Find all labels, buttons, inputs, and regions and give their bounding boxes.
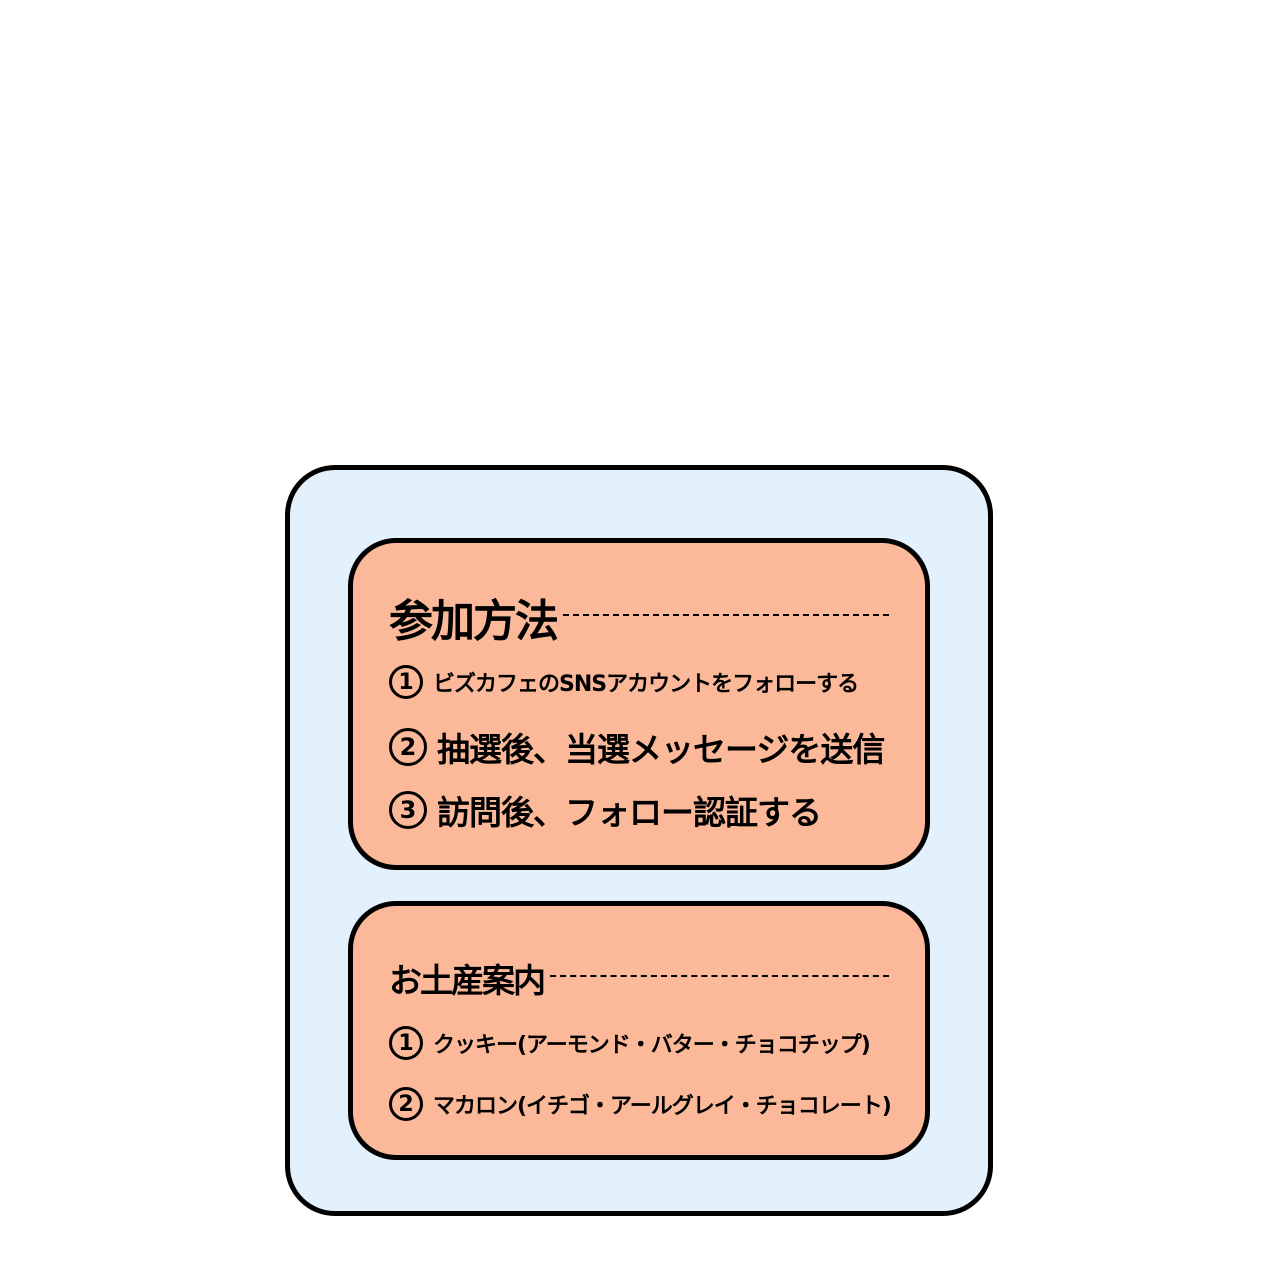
step-text: 訪問後、フォロー認証する (437, 793, 822, 832)
dashed-divider (550, 975, 889, 977)
circled-number-icon: 3 (389, 791, 427, 829)
circled-number-icon: 1 (389, 1026, 423, 1060)
souvenir-text: クッキー(アーモンド・バター・チョコチップ) (433, 1033, 871, 1058)
participation-step-2: 2 抽選後、当選メッセージを送信 (389, 723, 885, 771)
souvenir-heading: お土産案内 (389, 961, 546, 1000)
participation-step-1: 1 ビズカフェのSNSアカウントをフォローする (389, 665, 859, 699)
step-text: 抽選後、当選メッセージを送信 (437, 730, 885, 769)
circled-number-icon: 2 (389, 728, 427, 766)
participation-card: 参加方法 1 ビズカフェのSNSアカウントをフォローする 2 抽選後、当選メッセ… (348, 538, 930, 870)
participation-heading-row: 参加方法 (389, 585, 889, 649)
souvenir-card: お土産案内 1 クッキー(アーモンド・バター・チョコチップ) 2 マカロン(イチ… (348, 901, 930, 1160)
souvenir-heading-row: お土産案内 (389, 954, 889, 1002)
souvenir-text: マカロン(イチゴ・アールグレイ・チョコレート) (433, 1094, 892, 1119)
dashed-divider (563, 614, 889, 616)
step-text: ビズカフェのSNSアカウントをフォローする (433, 672, 859, 697)
souvenir-item-1: 1 クッキー(アーモンド・バター・チョコチップ) (389, 1026, 871, 1060)
souvenir-item-2: 2 マカロン(イチゴ・アールグレイ・チョコレート) (389, 1087, 892, 1121)
circled-number-icon: 1 (389, 665, 423, 699)
participation-heading: 参加方法 (389, 596, 559, 647)
circled-number-icon: 2 (389, 1087, 423, 1121)
participation-step-3: 3 訪問後、フォロー認証する (389, 786, 822, 834)
